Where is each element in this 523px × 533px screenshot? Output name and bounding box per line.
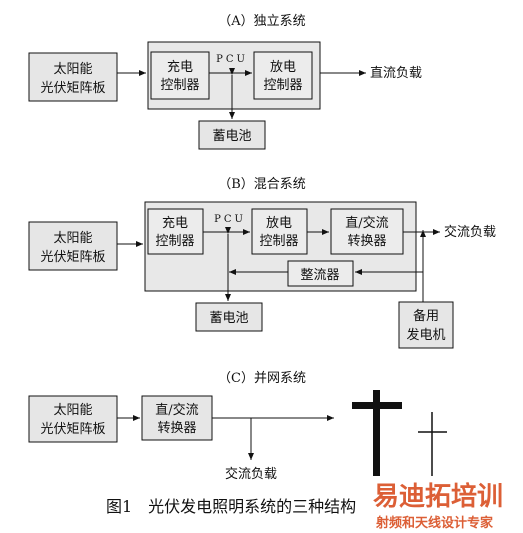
svg-text:光伏矩阵板: 光伏矩阵板 <box>40 250 105 265</box>
ac-load-label-c: 交流负载 <box>225 466 277 482</box>
utility-pole-large-icon <box>352 390 402 476</box>
pcu-label-b: PCU <box>214 214 246 225</box>
battery-box-a: 蓄电池 <box>198 120 266 150</box>
svg-text:整流器: 整流器 <box>300 268 339 283</box>
svg-text:控制器: 控制器 <box>263 78 302 93</box>
svg-text:备用: 备用 <box>413 308 439 324</box>
svg-text:充电: 充电 <box>167 59 193 75</box>
charge-controller-box-b: 充电 控制器 <box>147 208 204 255</box>
svg-text:放电: 放电 <box>270 60 296 75</box>
section-a-title: （A）独立系统 <box>218 14 305 29</box>
section-c-title: （C）并网系统 <box>218 371 306 386</box>
solar-panel-box-b: 太阳能 光伏矩阵板 <box>28 221 118 271</box>
ac-load-label-b: 交流负载 <box>444 224 496 240</box>
svg-text:控制器: 控制器 <box>259 234 298 249</box>
svg-text:放电: 放电 <box>266 216 292 231</box>
svg-text:易迪拓培训: 易迪拓培训 <box>373 482 503 512</box>
battery-box-b: 蓄电池 <box>195 302 263 332</box>
svg-text:充电: 充电 <box>162 215 188 231</box>
svg-text:控制器: 控制器 <box>160 78 199 93</box>
svg-text:太阳能: 太阳能 <box>53 403 92 418</box>
svg-text:光伏矩阵板: 光伏矩阵板 <box>40 422 105 437</box>
watermark-logo: 易迪拓培训 射频和天线设计专家 <box>373 482 503 531</box>
charge-controller-box-a: 充电 控制器 <box>150 51 210 100</box>
discharge-controller-box-b: 放电 控制器 <box>251 208 308 255</box>
svg-text:发电机: 发电机 <box>406 327 445 343</box>
section-b-title: （B）混合系统 <box>218 177 306 192</box>
rectifier-box-b: 整流器 <box>287 260 354 287</box>
utility-pole-small-icon <box>418 412 447 476</box>
svg-text:太阳能: 太阳能 <box>53 62 92 77</box>
svg-text:转换器: 转换器 <box>157 421 196 436</box>
svg-text:射频和天线设计专家: 射频和天线设计专家 <box>375 515 494 531</box>
svg-text:直/交流: 直/交流 <box>155 402 198 418</box>
solar-panel-box-a: 太阳能 光伏矩阵板 <box>28 52 118 102</box>
svg-text:光伏矩阵板: 光伏矩阵板 <box>40 81 105 96</box>
discharge-controller-box-a: 放电 控制器 <box>253 51 313 100</box>
svg-text:蓄电池: 蓄电池 <box>209 311 248 326</box>
figure-caption: 图1 光伏发电照明系统的三种结构 <box>106 497 356 516</box>
svg-text:直/交流: 直/交流 <box>345 215 388 231</box>
inverter-box-b: 直/交流 转换器 <box>330 208 404 255</box>
svg-text:太阳能: 太阳能 <box>53 231 92 246</box>
svg-text:蓄电池: 蓄电池 <box>212 129 251 144</box>
dc-load-label-a: 直流负载 <box>370 66 422 81</box>
pcu-label-a: PCU <box>216 54 248 65</box>
backup-generator-box-b: 备用 发电机 <box>398 301 454 349</box>
inverter-box-c: 直/交流 转换器 <box>141 395 213 441</box>
svg-text:转换器: 转换器 <box>347 234 386 249</box>
svg-text:控制器: 控制器 <box>155 234 194 249</box>
solar-panel-box-c: 太阳能 光伏矩阵板 <box>28 395 118 443</box>
